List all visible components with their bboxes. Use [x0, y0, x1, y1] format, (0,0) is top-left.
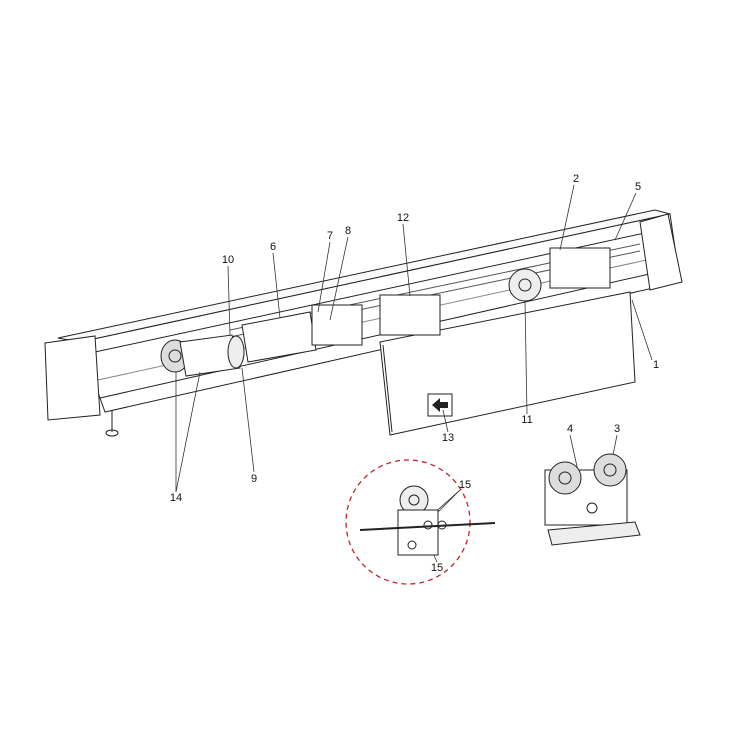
hanger-assembly: [544, 453, 641, 546]
callout-5: 5: [634, 181, 642, 193]
right-end-cap: [639, 213, 683, 291]
callout-11: 11: [521, 414, 533, 426]
callout-8: 8: [344, 225, 352, 237]
callout-1: 1: [652, 359, 660, 371]
left-end-cap: [44, 335, 101, 421]
callout-12: 12: [396, 212, 410, 224]
logo-mark: [427, 393, 453, 417]
controller: [241, 311, 317, 363]
callout-2: 2: [572, 173, 580, 185]
callout-14: 14: [169, 492, 183, 504]
callout-10: 10: [221, 254, 235, 266]
lock-unit: [549, 247, 611, 289]
callout-7: 7: [326, 230, 334, 242]
idler-pulley: [508, 268, 542, 302]
callout-3: 3: [613, 423, 621, 435]
callout-9: 9: [250, 473, 258, 485]
detail-roller: [359, 485, 496, 556]
callout-13: 13: [441, 432, 455, 444]
leader-lines: [175, 184, 653, 563]
belt-clamp: [379, 294, 441, 336]
callout-15-upper: 15: [458, 479, 472, 491]
motor: [160, 334, 245, 377]
callout-15-lower: 15: [430, 562, 444, 574]
callout-6: 6: [269, 241, 277, 253]
callout-4: 4: [566, 423, 574, 435]
detail-circle: [345, 459, 471, 585]
